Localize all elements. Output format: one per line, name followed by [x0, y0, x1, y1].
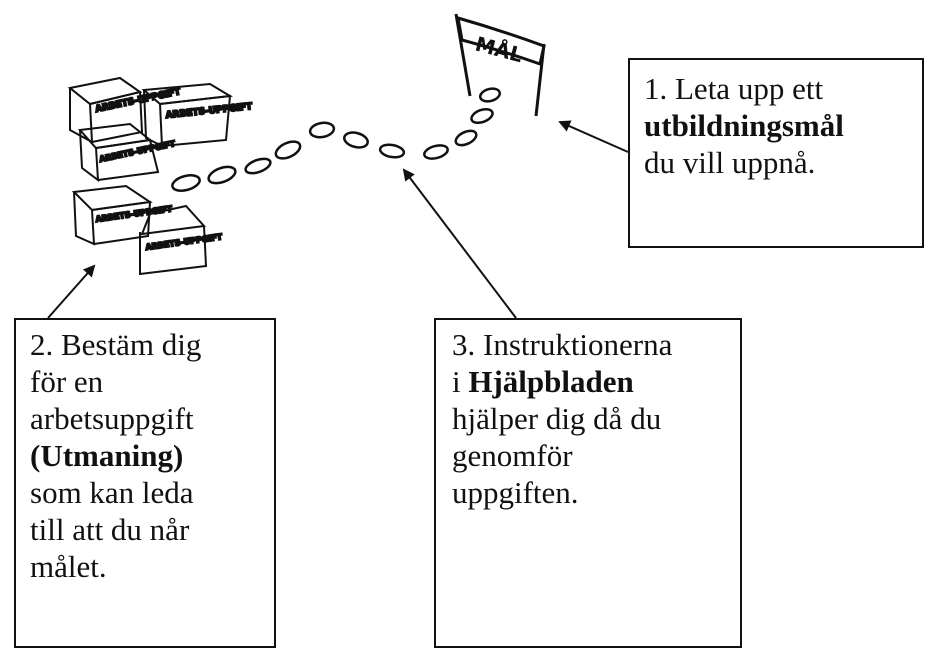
step-1-line-1: 1. Leta upp ett: [644, 71, 824, 106]
step-2-line-7: målet.: [30, 549, 107, 584]
step-2-line-6: till att du når: [30, 512, 190, 547]
step-3-line-1: 3. Instruktionerna: [452, 327, 673, 362]
step-3-line-4: genomför: [452, 438, 573, 473]
step-3-line-5: uppgiften.: [452, 475, 579, 510]
step-1-line-3: du vill uppnå.: [644, 145, 816, 180]
step-2-bold: (Utmaning): [30, 438, 184, 473]
arrow-to-crates: [47, 264, 96, 319]
step-1-bold: utbildningsmål: [644, 108, 844, 143]
step-2-line-2: för en: [30, 364, 104, 399]
step-3-line-3: hjälper dig då du: [452, 401, 662, 436]
crate-5-label: ARBETS-UPPGIFT: [145, 232, 223, 252]
footprints-path: [171, 87, 502, 192]
goal-flag: MÅL: [454, 13, 546, 117]
step-2-line-3: arbetsuppgift: [30, 401, 194, 436]
arrow-to-goal: [558, 120, 629, 153]
step-1-box: 1. Leta upp ett utbildningsmål du vill u…: [628, 58, 924, 248]
step-2-line-1: 2. Bestäm dig: [30, 327, 202, 362]
step-3-bold: Hjälpbladen: [468, 364, 634, 399]
step-2-line-5: som kan leda: [30, 475, 194, 510]
crate-2-label: ARBETS-UPPGIFT: [165, 102, 253, 121]
step-2-box: 2. Bestäm dig för en arbetsuppgift (Utma…: [14, 318, 276, 648]
step-3-line-2-prefix: i: [452, 364, 469, 399]
crate-5: ARBETS-UPPGIFT: [139, 204, 224, 276]
crate-4: ARBETS-UPPGIFT: [71, 184, 174, 246]
arrow-to-path: [402, 168, 517, 319]
step-3-box: 3. Instruktionerna i Hjälpbladen hjälper…: [434, 318, 742, 648]
